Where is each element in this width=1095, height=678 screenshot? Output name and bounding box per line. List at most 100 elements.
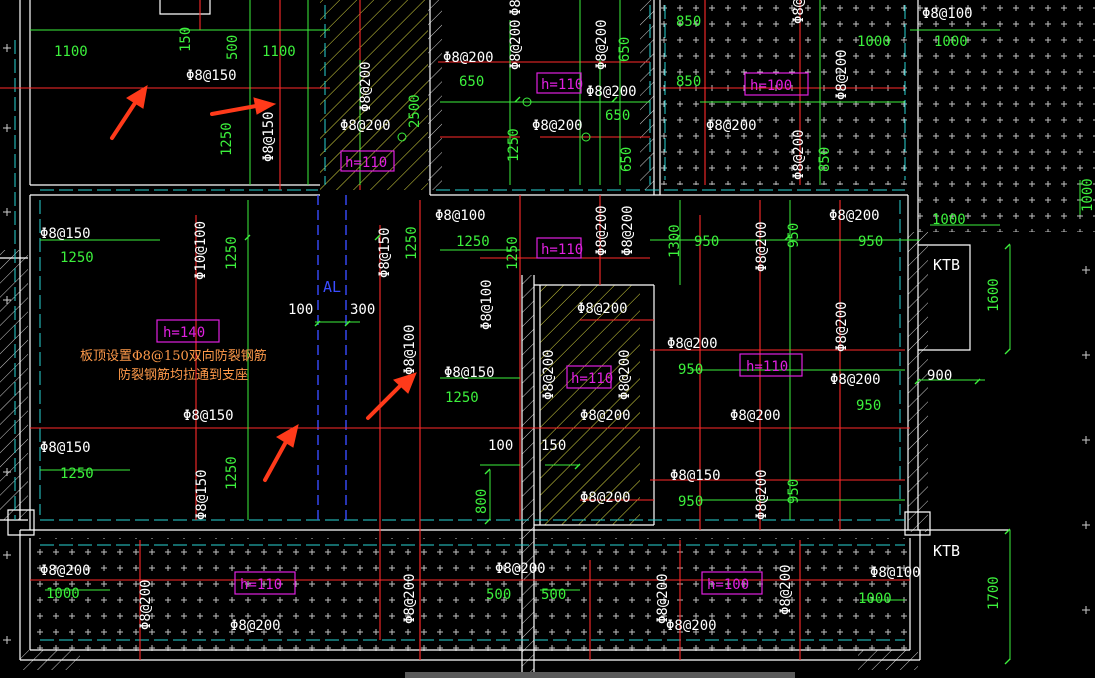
rebar-label: Φ8@100 — [479, 279, 495, 330]
dimension-ticks — [244, 96, 1011, 665]
rebar-label: Φ8@200 — [754, 469, 770, 520]
dimension-label: 1250 — [60, 250, 94, 266]
rebar-label: Φ8@200 — [834, 49, 850, 100]
thickness-label: h=110 — [571, 371, 613, 387]
thickness-label: h=110 — [541, 242, 583, 258]
rebar-label: Φ10@100 — [193, 221, 209, 280]
ktb-label: KTB — [933, 542, 960, 560]
hatched-shaft-middle — [540, 285, 640, 525]
dimension-labels: 1100 150 500 1100 1250 650 650 850 850 2… — [46, 14, 1095, 610]
thickness-label: h=110 — [345, 155, 387, 171]
rebar-label: Φ8@200 — [594, 19, 610, 70]
rebar-label: Φ8@200 — [577, 301, 628, 317]
dimension-label: 1250 — [224, 456, 240, 490]
dimension-label: 850 — [676, 74, 701, 90]
rebar-label: Φ8@100 — [870, 565, 921, 581]
rebar-label: Φ8@200 — [706, 118, 757, 134]
al-label: AL — [323, 278, 341, 296]
rebar-label: Φ8@150 — [670, 468, 721, 484]
thickness-label: h=100 — [750, 78, 792, 94]
cyan-dashed-lines — [14, 5, 906, 641]
dimension-label: 150 — [178, 27, 194, 52]
rebar-label: Φ8@200 — [495, 561, 546, 577]
dimension-label: 150 — [541, 438, 566, 454]
rebar-label: Φ8@200 — [778, 564, 794, 615]
rebar-label: Φ8@100 — [402, 324, 418, 375]
dimension-label: 950 — [678, 362, 703, 378]
arrow-1 — [110, 85, 148, 140]
dimension-label: 1000 — [932, 212, 966, 228]
node-markers — [397, 97, 591, 142]
wall-hatch-column — [522, 275, 534, 675]
rebar-label: Φ8@200 — [40, 563, 91, 579]
dimension-label: 650 — [619, 147, 635, 172]
dimension-label: 850 — [817, 147, 833, 172]
rebar-label: Φ8@100 — [791, 0, 807, 24]
dimension-label: 950 — [858, 234, 883, 250]
rebar-label: Φ8@150 — [444, 365, 495, 381]
rebar-label: Φ8@200 — [617, 349, 633, 400]
dimension-label: 1250 — [404, 226, 420, 260]
rebar-label: Φ8@200 — [230, 618, 281, 634]
rebar-label: Φ8@150 — [40, 440, 91, 456]
dimension-label: 1250 — [505, 236, 521, 270]
dimension-label: 1250 — [506, 128, 522, 162]
hatched-shaft-top — [320, 0, 430, 190]
bottom-scroll-strip — [405, 672, 795, 678]
rebar-label: Φ8@200 — [830, 372, 881, 388]
wall-hatch-left — [0, 250, 28, 520]
wall-hatch-top-mid — [428, 0, 442, 190]
dimension-label: 1000 — [857, 34, 891, 50]
rebar-label: Φ8@200 — [580, 490, 631, 506]
note-line-2: 防裂钢筋均拉通到支座 — [118, 368, 249, 383]
dimension-label: 1100 — [54, 44, 88, 60]
rebar-label: Φ8@200 — [666, 618, 717, 634]
dimension-label: 1250 — [224, 236, 240, 270]
rebar-label: Φ8@100 — [922, 6, 973, 22]
dimension-label: 1250 — [219, 122, 235, 156]
note-line-1: 板顶设置Φ8@150双向防裂钢筋 — [80, 349, 267, 364]
dimension-label: 900 — [927, 368, 952, 384]
arrow-4 — [366, 372, 417, 420]
rebar-label: Φ8@200 — [138, 579, 154, 630]
dimension-label: 1250 — [445, 390, 479, 406]
rebar-label: Φ8@150 — [40, 226, 91, 242]
thickness-boxes — [156, 72, 809, 595]
rebar-label: Φ8@200 — [358, 61, 374, 112]
thickness-label: h=110 — [541, 77, 583, 93]
rebar-label: Φ8@200 — [443, 50, 494, 66]
dimension-label: 2500 — [407, 94, 423, 128]
rebar-label: Φ8@200 — [829, 208, 880, 224]
rebar-label: Φ8@200 — [594, 205, 610, 256]
dimension-label: 100 — [488, 438, 513, 454]
dimension-label: 1250 — [60, 466, 94, 482]
rebar-label: Φ8@200 — [754, 221, 770, 272]
rebar-label: Φ8@200 — [667, 336, 718, 352]
rebar-label: Φ8@150 — [194, 469, 210, 520]
dimension-label: 1000 — [1080, 178, 1095, 212]
rebar-label: Φ8@200 — [532, 118, 583, 134]
thickness-label: h=110 — [240, 577, 282, 593]
rebar-label: Φ8@150 — [183, 408, 234, 424]
dimension-label: 1000 — [934, 34, 968, 50]
anti-crack-rebar-notes: 板顶设置Φ8@150双向防裂钢筋 防裂钢筋均拉通到支座 — [80, 347, 350, 385]
rebar-label: Φ8@150 — [377, 227, 393, 278]
rebar-label: Φ8@200 — [586, 84, 637, 100]
dimension-label: 500 — [486, 587, 511, 603]
rebar-label: Φ8@100 — [435, 208, 486, 224]
rebar-label: Φ8@200 — [508, 0, 524, 16]
dimension-label: 800 — [474, 489, 490, 514]
dimension-label: 1600 — [986, 278, 1002, 312]
arrow-3 — [263, 424, 299, 482]
other-labels: KTB KTB AL — [323, 256, 960, 560]
dimension-label: 100 — [288, 302, 313, 318]
wall-hatch-top-mid2 — [640, 0, 654, 190]
dimension-label: 950 — [856, 398, 881, 414]
rebar-label: Φ8@200 — [620, 205, 636, 256]
thickness-label: h=100 — [707, 577, 749, 593]
thickness-label: h=140 — [163, 325, 205, 341]
dimension-label: 850 — [676, 14, 701, 30]
dimension-lines — [30, 0, 1081, 660]
